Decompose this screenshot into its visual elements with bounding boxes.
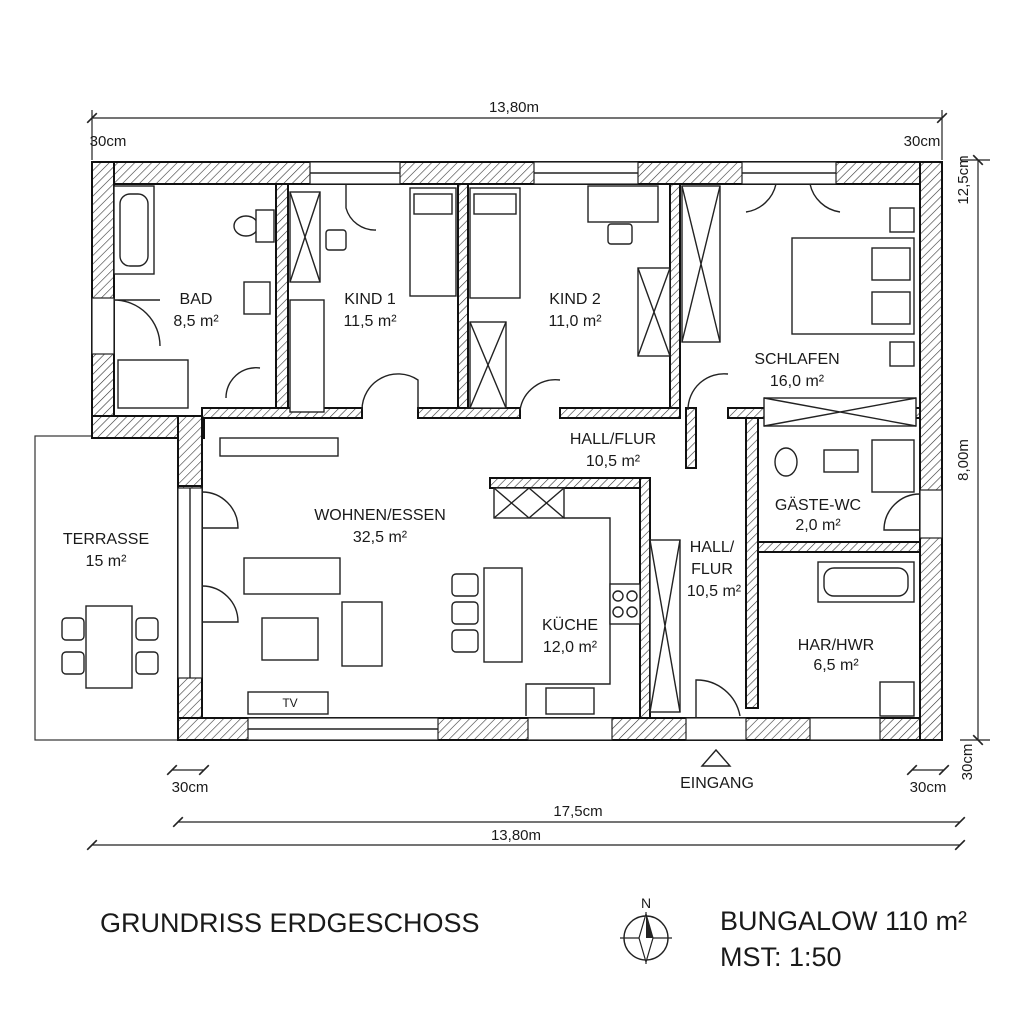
room-hall-lower-area: 10,5 m²	[687, 583, 742, 600]
windows	[91, 161, 943, 741]
dim-right-top: 12,5cm	[955, 155, 972, 204]
room-bad-area: 8,5 m²	[173, 313, 219, 330]
project-label: BUNGALOW 110 m²	[720, 906, 967, 936]
room-kind1-area: 11,5 m²	[343, 313, 397, 330]
room-gaeste-wc-area: 2,0 m²	[795, 517, 841, 534]
room-labels: BAD 8,5 m² KIND 1 11,5 m² KIND 2 11,0 m²…	[63, 291, 874, 710]
dim-right-bottom: 30cm	[959, 744, 976, 781]
room-kueche-name: KÜCHE	[542, 616, 598, 634]
dim-bottom-inner: 17,5cm	[553, 803, 602, 820]
dim-bottom-left-wall: 30cm	[172, 779, 209, 796]
room-har-hwr-name: HAR/HWR	[798, 637, 874, 654]
dimension-lines	[86, 110, 990, 851]
doors	[113, 183, 921, 718]
terrace	[34, 435, 179, 741]
north-label: N	[641, 895, 651, 911]
room-schlafen-area: 16,0 m²	[770, 373, 825, 390]
room-wohnen-name: WOHNEN/ESSEN	[314, 507, 446, 524]
room-hall-lower-name-1: HALL/	[690, 539, 735, 556]
tv-label: TV	[282, 696, 297, 710]
room-hall-upper-name: HALL/FLUR	[570, 431, 656, 448]
plan-title: GRUNDRISS ERDGESCHOSS	[100, 908, 480, 938]
room-kueche-area: 12,0 m²	[543, 639, 598, 656]
furniture	[113, 185, 917, 717]
room-kind2-name: KIND 2	[549, 291, 601, 308]
dim-bottom-total: 13,80m	[491, 827, 541, 844]
dim-top-right-wall: 30cm	[904, 133, 941, 150]
dim-right-middle: 8,00m	[955, 439, 972, 481]
entrance-label: EINGANG	[680, 775, 754, 792]
dim-bottom-right-wall: 30cm	[910, 779, 947, 796]
dim-top-total: 13,80m	[489, 99, 539, 116]
room-hall-lower-name-2: FLUR	[691, 561, 733, 578]
dim-top-left-wall: 30cm	[90, 133, 127, 150]
room-terrasse-name: TERRASSE	[63, 531, 149, 548]
room-bad-name: BAD	[180, 291, 213, 308]
scale-label: MST: 1:50	[720, 942, 842, 972]
room-hall-upper-area: 10,5 m²	[586, 453, 641, 470]
entrance-marker: EINGANG	[680, 748, 754, 792]
room-terrasse-area: 15 m²	[86, 553, 128, 570]
room-schlafen-name: SCHLAFEN	[754, 351, 839, 368]
room-gaeste-wc-name: GÄSTE-WC	[775, 496, 861, 514]
north-arrow-icon: N	[620, 895, 672, 965]
room-wohnen-area: 32,5 m²	[353, 529, 408, 546]
room-kind2-area: 11,0 m²	[548, 313, 602, 330]
room-har-hwr-area: 6,5 m²	[813, 657, 859, 674]
room-kind1-name: KIND 1	[344, 291, 396, 308]
